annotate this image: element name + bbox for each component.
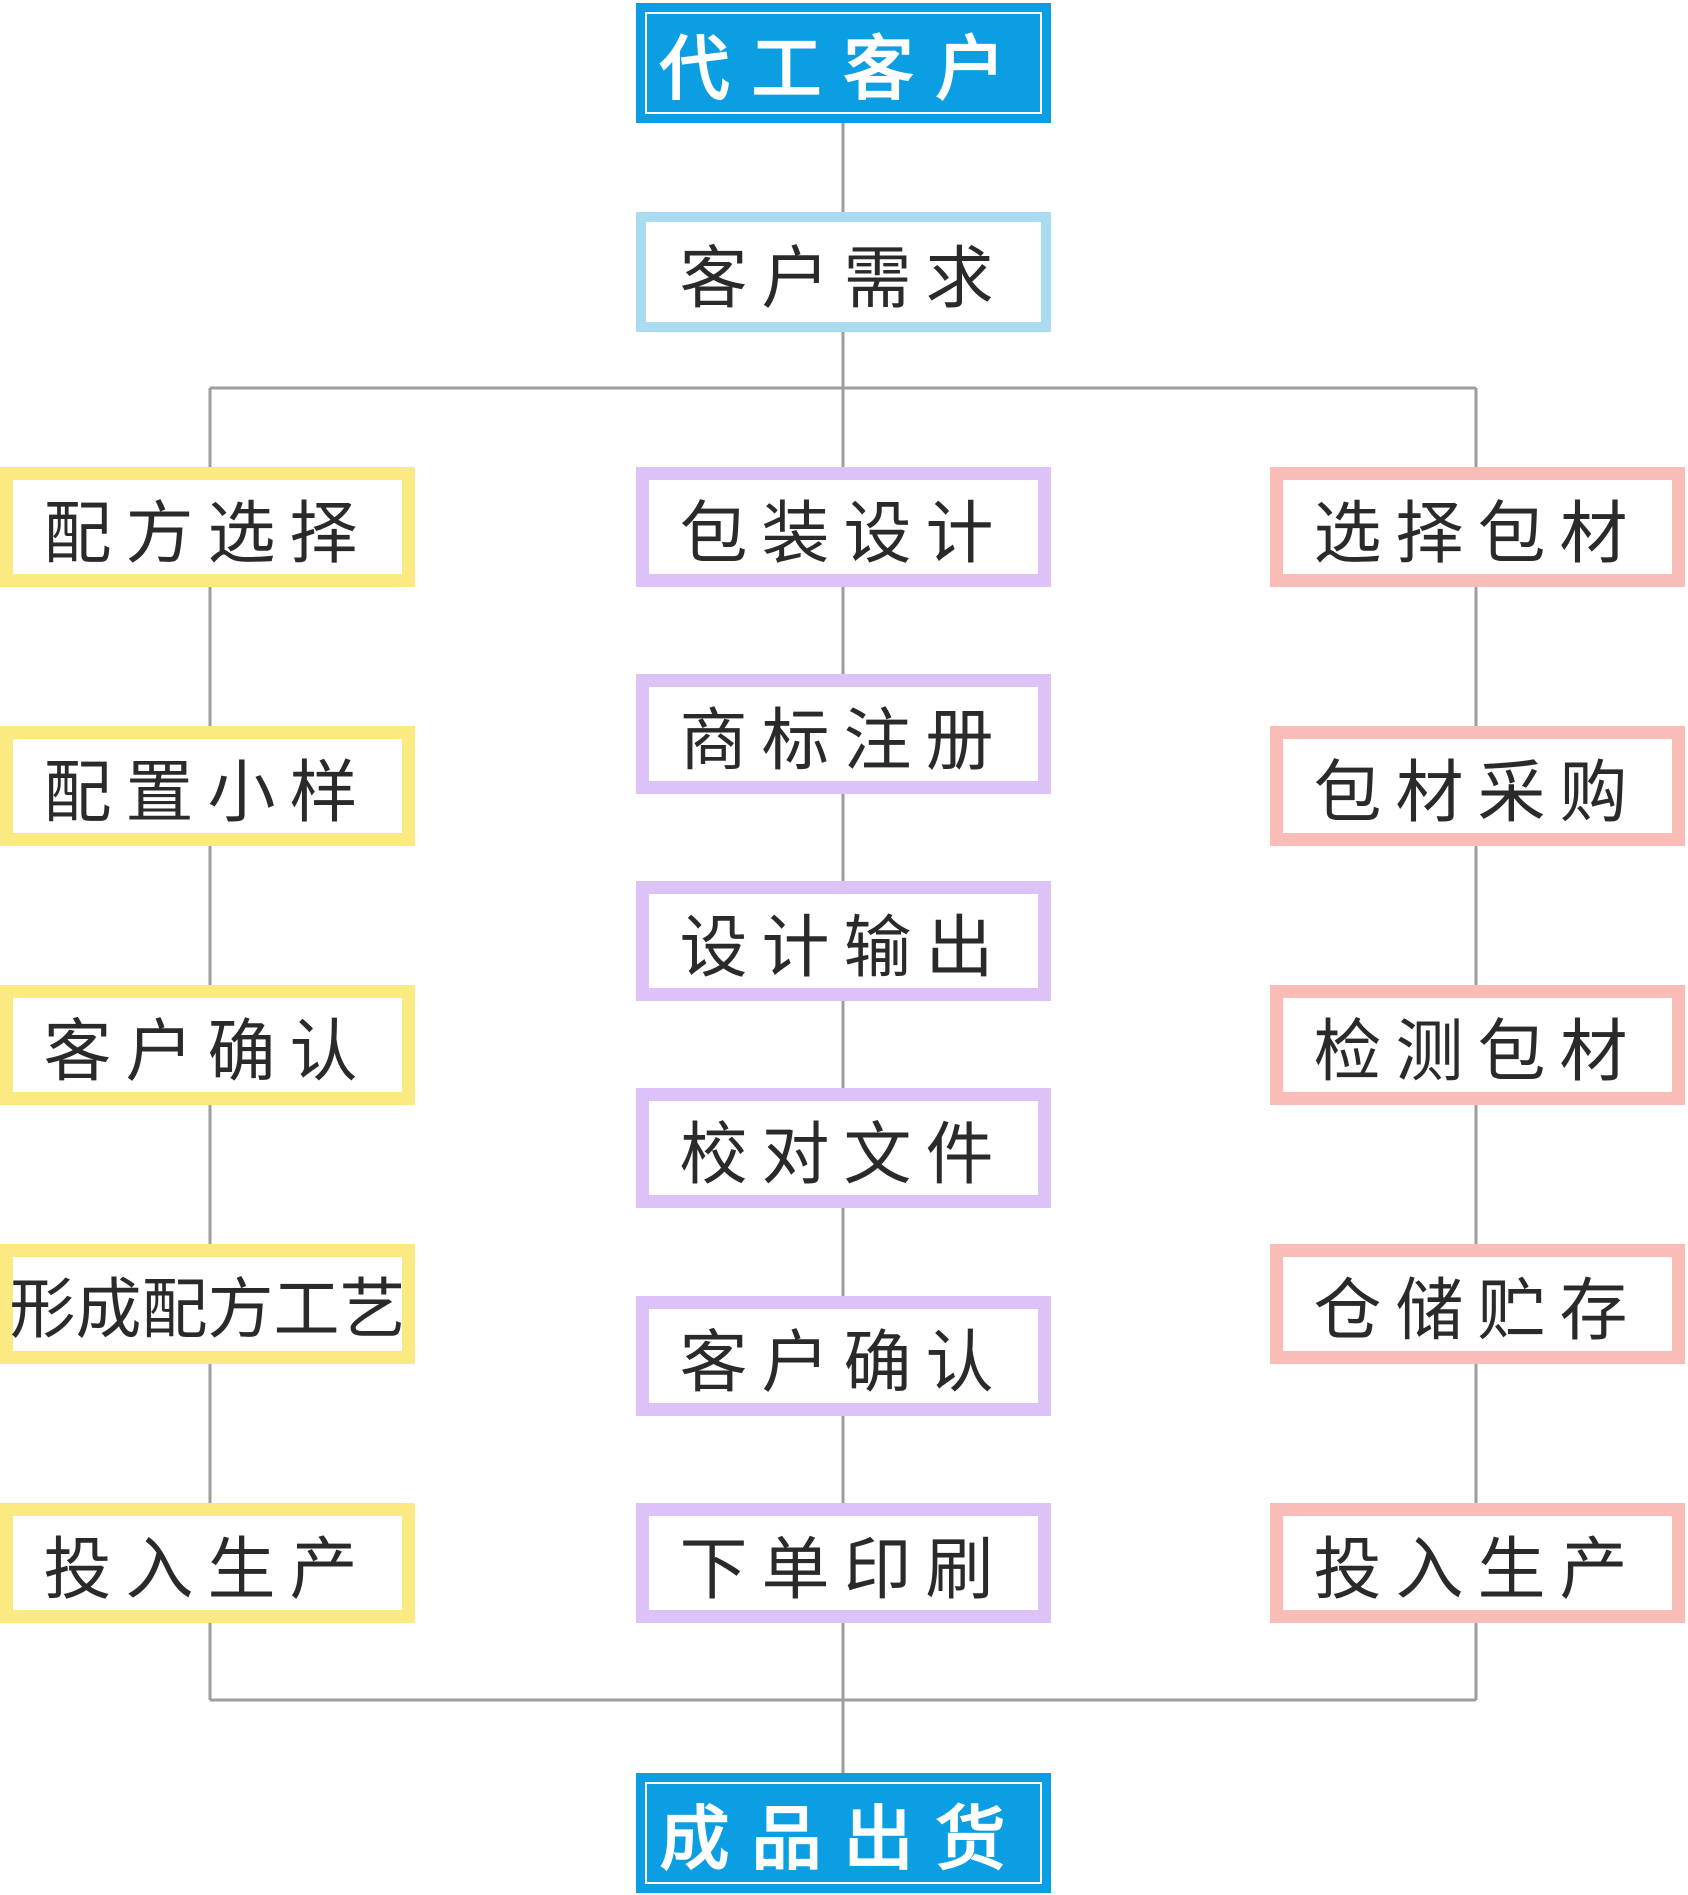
middle-step-5: 客户确认 bbox=[636, 1296, 1051, 1416]
middle-step-3-label: 设计输出 bbox=[679, 908, 1008, 988]
output-label: 成品出货 bbox=[645, 1782, 1042, 1884]
middle-step-4: 校对文件 bbox=[636, 1088, 1051, 1208]
client-box: 代工客户 bbox=[636, 3, 1051, 123]
middle-step-4-label: 校对文件 bbox=[679, 1115, 1008, 1195]
right-step-3-label: 检测包材 bbox=[1313, 1012, 1642, 1092]
client-label: 代工客户 bbox=[645, 12, 1042, 114]
left-step-5-label: 投入生产 bbox=[43, 1530, 372, 1610]
left-step-4-label: 形成配方工艺 bbox=[9, 1271, 406, 1348]
left-step-3-label: 客户确认 bbox=[43, 1012, 372, 1092]
requirement-box: 客户需求 bbox=[636, 212, 1051, 332]
right-step-5: 投入生产 bbox=[1270, 1503, 1685, 1623]
right-step-3: 检测包材 bbox=[1270, 985, 1685, 1105]
middle-step-2-label: 商标注册 bbox=[679, 701, 1008, 781]
middle-step-5-label: 客户确认 bbox=[679, 1323, 1008, 1403]
middle-step-2: 商标注册 bbox=[636, 674, 1051, 794]
middle-step-6: 下单印刷 bbox=[636, 1503, 1051, 1623]
right-step-2: 包材采购 bbox=[1270, 726, 1685, 846]
left-step-5: 投入生产 bbox=[0, 1503, 415, 1623]
left-step-2: 配置小样 bbox=[0, 726, 415, 846]
left-step-3: 客户确认 bbox=[0, 985, 415, 1105]
middle-step-1: 包装设计 bbox=[636, 467, 1051, 587]
right-step-4: 仓储贮存 bbox=[1270, 1244, 1685, 1364]
right-step-5-label: 投入生产 bbox=[1313, 1530, 1642, 1610]
left-step-1: 配方选择 bbox=[0, 467, 415, 587]
right-step-4-label: 仓储贮存 bbox=[1313, 1271, 1642, 1351]
middle-step-6-label: 下单印刷 bbox=[679, 1530, 1008, 1610]
output-box: 成品出货 bbox=[636, 1773, 1051, 1893]
right-step-2-label: 包材采购 bbox=[1313, 753, 1642, 833]
middle-step-1-label: 包装设计 bbox=[679, 494, 1008, 574]
middle-step-3: 设计输出 bbox=[636, 881, 1051, 1001]
requirement-label: 客户需求 bbox=[679, 239, 1008, 319]
right-step-1-label: 选择包材 bbox=[1313, 494, 1642, 574]
left-step-1-label: 配方选择 bbox=[43, 494, 372, 574]
left-step-4: 形成配方工艺 bbox=[0, 1244, 415, 1364]
right-step-1: 选择包材 bbox=[1270, 467, 1685, 587]
left-step-2-label: 配置小样 bbox=[43, 753, 372, 833]
